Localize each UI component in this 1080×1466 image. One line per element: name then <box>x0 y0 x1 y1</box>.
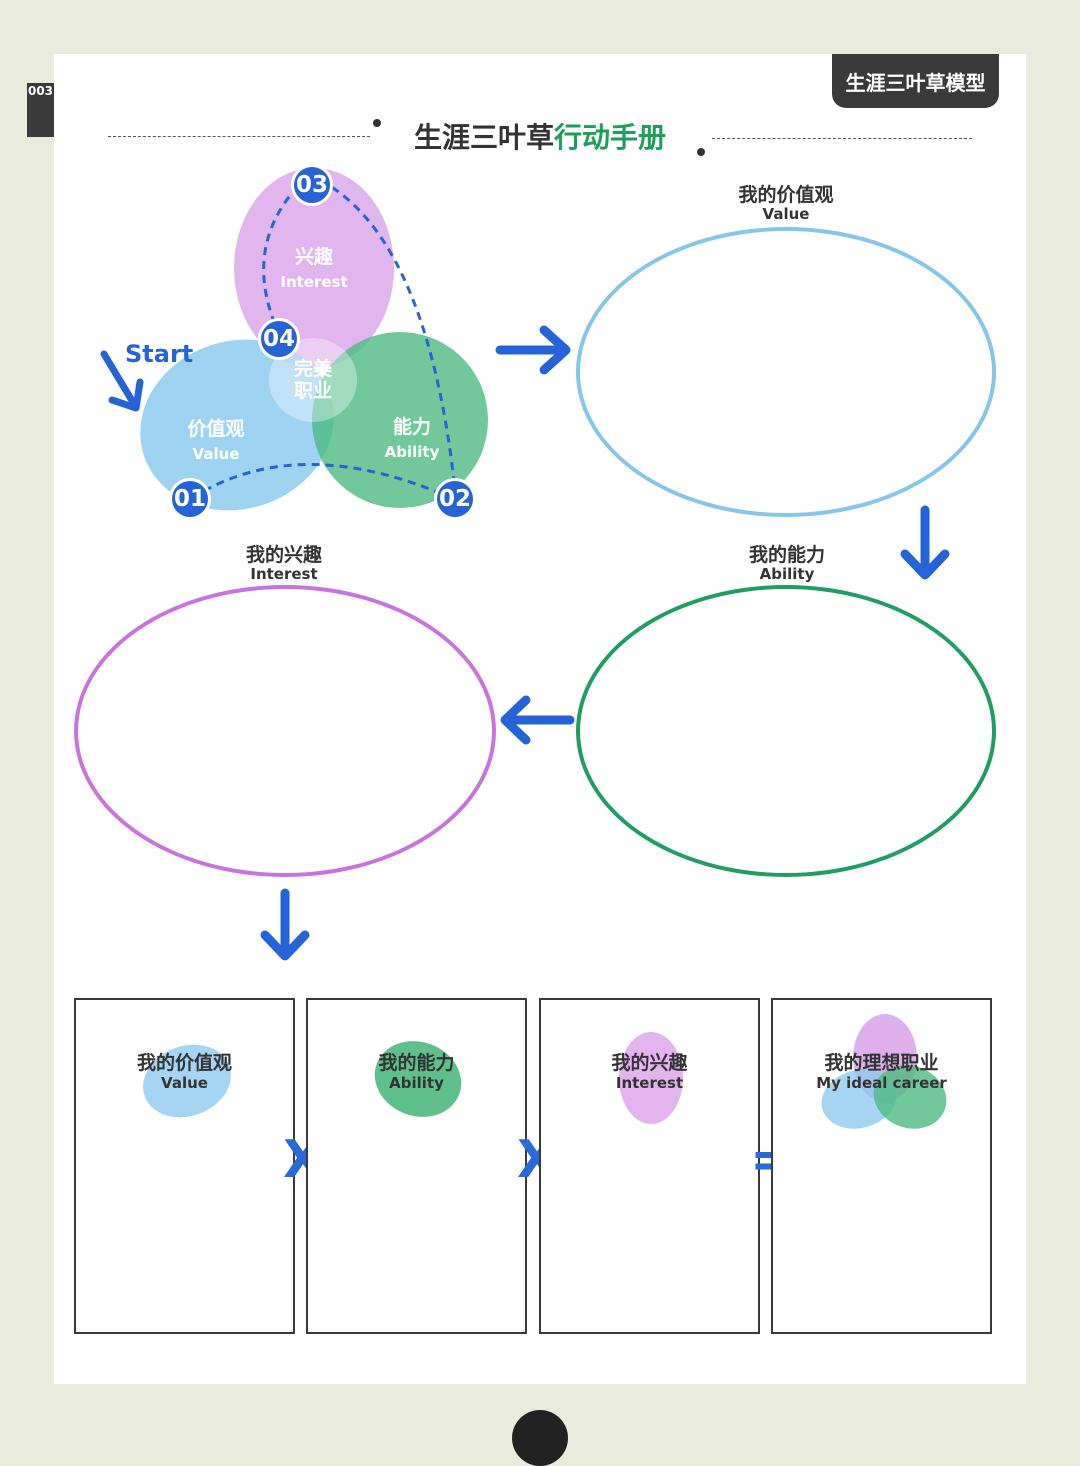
petal-ability <box>312 332 488 508</box>
card-value-cn: 我的价值观 <box>136 1052 232 1074</box>
petal-value-en: Value <box>192 445 240 463</box>
step-badge-03: 03 <box>291 164 333 206</box>
title-accent: 行动手册 <box>554 121 667 154</box>
card-interest-blob <box>619 1032 683 1124</box>
arrow-left-head <box>500 695 531 745</box>
step-badge-01: 01 <box>169 478 211 520</box>
card-interest-en: Interest <box>615 1074 684 1092</box>
path-03-04 <box>262 184 300 337</box>
petal-ability-cn: 能力 <box>392 416 431 438</box>
petal-center <box>269 338 357 422</box>
card-ability-cn: 我的能力 <box>378 1052 455 1074</box>
card-career-en: My ideal career <box>816 1074 947 1092</box>
petal-center-label: 完美 职业 <box>273 358 353 402</box>
card-value-en: Value <box>161 1074 208 1092</box>
petal-interest-en: Interest <box>280 273 348 291</box>
card-ability[interactable]: 我的能力 Ability <box>306 998 527 1334</box>
card-value-label: 我的价值观 Value <box>76 1052 293 1092</box>
title-dot-left <box>373 119 381 127</box>
ellipse-value-en: Value <box>762 205 810 223</box>
petal-ability-label: 能力 Ability <box>362 416 462 460</box>
title-rule-right <box>712 138 972 139</box>
arrow-down-2-head <box>260 930 310 961</box>
card-ability-en: Ability <box>389 1074 444 1092</box>
petal-center-line2: 职业 <box>293 380 332 402</box>
card-ideal-career[interactable]: 我的理想职业 My ideal career <box>771 998 992 1334</box>
ellipse-value-label: 我的价值观 Value <box>706 184 866 222</box>
card-career-label: 我的理想职业 My ideal career <box>773 1052 990 1092</box>
petal-value-label: 价值观 Value <box>166 418 266 462</box>
petal-interest-cn: 兴趣 <box>294 246 333 268</box>
ellipse-interest-en: Interest <box>250 565 318 583</box>
start-arrow-head <box>108 378 144 412</box>
card-value[interactable]: 我的价值观 Value <box>74 998 295 1334</box>
petal-value <box>140 339 334 511</box>
petal-interest-label: 兴趣 Interest <box>264 246 364 290</box>
ellipse-interest-label: 我的兴趣 Interest <box>204 544 364 582</box>
brand-logo-icon <box>512 1410 568 1466</box>
value-writing-ellipse[interactable] <box>576 227 996 517</box>
card-interest[interactable]: 我的兴趣 Interest <box>539 998 760 1334</box>
card-interest-cn: 我的兴趣 <box>611 1052 688 1074</box>
title-rule-left <box>108 136 370 137</box>
title-main: 生涯三叶草 <box>413 121 554 154</box>
ellipse-ability-en: Ability <box>759 565 815 583</box>
title-dot-right <box>697 148 705 156</box>
page-number: 003 <box>27 83 54 137</box>
ellipse-ability-label: 我的能力 Ability <box>707 544 867 582</box>
petal-center-line1: 完美 <box>293 358 332 380</box>
arrow-right-head <box>539 325 571 375</box>
arrow-down-1-head <box>900 549 950 580</box>
corner-tag: 生涯三叶草模型 <box>832 54 999 108</box>
interest-writing-ellipse[interactable] <box>74 585 496 877</box>
card-career-cn: 我的理想职业 <box>824 1052 939 1074</box>
start-arrow-shaft <box>100 350 138 408</box>
step-badge-02: 02 <box>434 478 476 520</box>
ellipse-ability-cn: 我的能力 <box>748 544 825 566</box>
ellipse-value-cn: 我的价值观 <box>738 184 834 206</box>
card-interest-label: 我的兴趣 Interest <box>541 1052 758 1092</box>
start-label: Start <box>125 340 194 368</box>
ellipse-interest-cn: 我的兴趣 <box>245 544 322 566</box>
path-02-03 <box>329 184 458 499</box>
path-01-02 <box>191 463 457 502</box>
page-title: 生涯三叶草行动手册 <box>380 116 700 160</box>
step-badge-04: 04 <box>258 318 300 360</box>
card-ability-label: 我的能力 Ability <box>308 1052 525 1092</box>
petal-ability-en: Ability <box>384 443 440 461</box>
petal-value-cn: 价值观 <box>187 418 245 440</box>
ability-writing-ellipse[interactable] <box>576 585 996 877</box>
